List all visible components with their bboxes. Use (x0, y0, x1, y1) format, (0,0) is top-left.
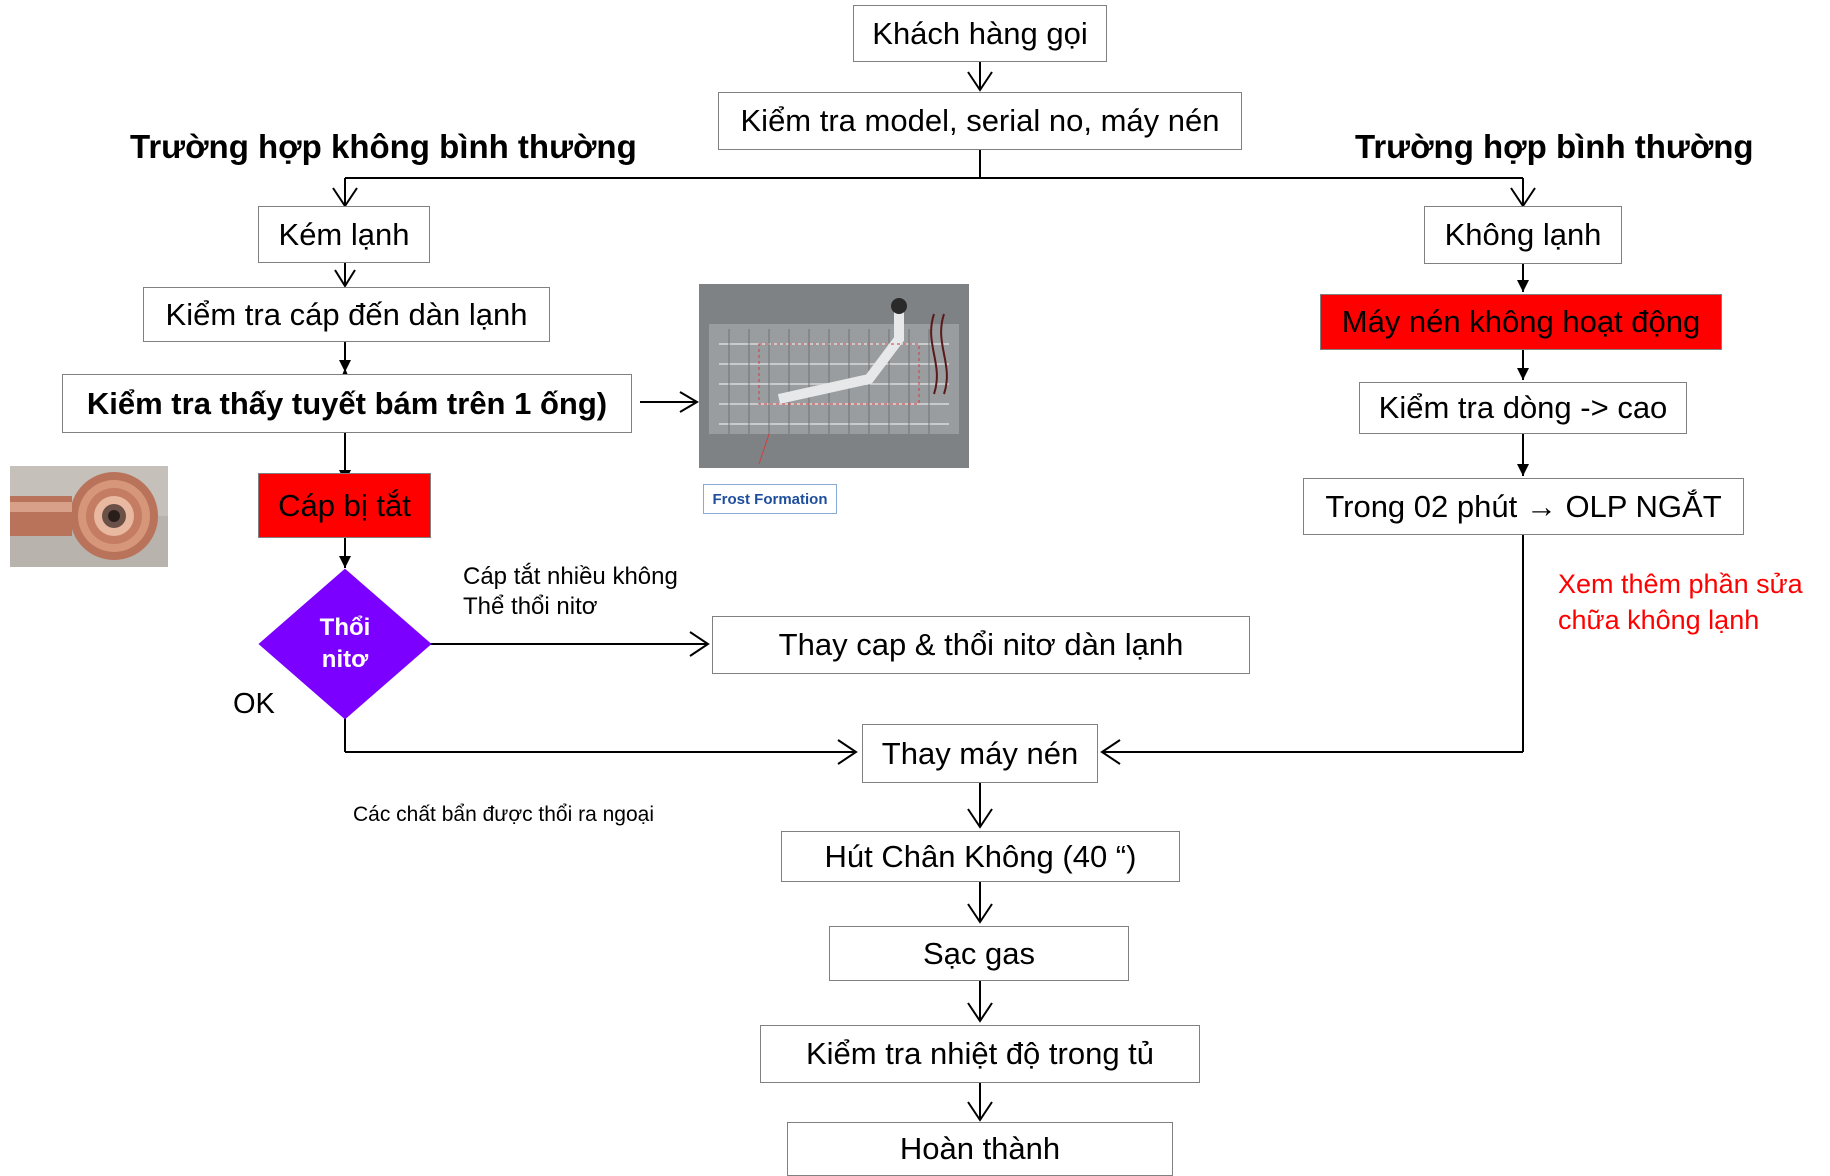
heading-abnormal-case: Trường hợp không bình thường (130, 128, 637, 165)
check-model-node: Kiểm tra model, serial no, máy nén (718, 92, 1242, 150)
decision-label: Thổi nitơ (300, 612, 390, 676)
see-more-note-line2: chữa không lạnh (1558, 605, 1760, 635)
capillary-tube-photo (10, 466, 168, 567)
no-cooling-node: Không lạnh (1424, 206, 1622, 264)
complete-node: Hoàn thành (787, 1122, 1173, 1176)
heavy-block-note: Cáp tắt nhiều không Thể thổi nitơ (463, 562, 678, 622)
customer-call-node: Khách hàng gọi (853, 5, 1107, 62)
decision-label-line2: nitơ (321, 646, 369, 673)
heavy-block-note-line2: Thể thổi nitơ (463, 593, 598, 620)
replace-compressor-node: Thay máy nén (862, 724, 1098, 783)
weak-cooling-node: Kém lạnh (258, 206, 430, 263)
decision-diamond (258, 568, 432, 720)
heavy-block-note-line1: Cáp tắt nhiều không (463, 563, 678, 590)
see-more-note-line1: Xem thêm phần sửa (1558, 569, 1803, 599)
frost-formation-label: Frost Formation (703, 484, 837, 514)
ok-label: OK (233, 688, 275, 720)
check-frost-node: Kiểm tra thấy tuyết bám trên 1 ống) (62, 374, 632, 433)
frost-evaporator-photo (699, 284, 969, 468)
replace-cap-node: Thay cap & thổi nitơ dàn lạnh (712, 616, 1250, 674)
dirt-blown-note: Các chất bẩn được thổi ra ngoại (353, 803, 655, 826)
compressor-not-running-node: Máy nén không hoạt động (1320, 294, 1722, 350)
check-current-node: Kiểm tra dòng -> cao (1359, 382, 1687, 434)
charge-gas-node: Sạc gas (829, 926, 1129, 981)
check-temperature-node: Kiểm tra nhiệt độ trong tủ (760, 1025, 1200, 1083)
olp-trip-node: Trong 02 phút → OLP NGẮT (1303, 478, 1744, 535)
heading-normal-case: Trường hợp bình thường (1355, 128, 1754, 165)
decision-label-line1: Thổi (319, 614, 371, 641)
vacuum-node: Hút Chân Không (40 “) (781, 831, 1180, 882)
capillary-blocked-node: Cáp bị tắt (258, 473, 431, 538)
check-capillary-node: Kiểm tra cáp đến dàn lạnh (143, 287, 550, 342)
see-more-note: Xem thêm phần sửa chữa không lạnh (1558, 566, 1803, 638)
